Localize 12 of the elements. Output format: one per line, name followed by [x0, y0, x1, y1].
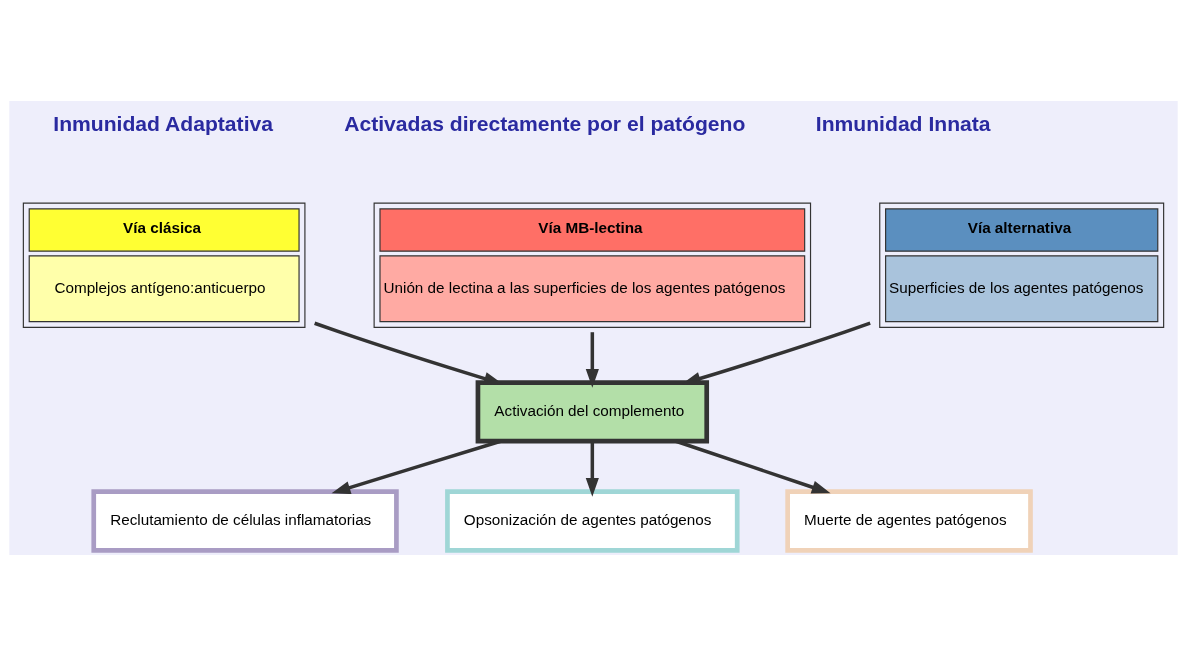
node-box: Muerte de agentes patógenos — [785, 488, 1033, 553]
arrow — [585, 331, 599, 388]
node-box: Reclutamiento de células inflamatorias — [91, 488, 399, 553]
node-box: Vía alternativa Superficies de los agentes patógenos — [879, 201, 1165, 328]
label: Inmunidad Innata — [815, 111, 991, 135]
node-box: Opsonización de agentes patógenos — [445, 488, 740, 553]
node-box: Activación del complemento — [475, 379, 710, 444]
arrow — [585, 441, 599, 497]
node-box: Vía clásica Complejos antígeno:anticuerpo — [22, 201, 306, 328]
node-box: Vía MB-lectina Unión de lectina a las superficies de los agentes patógenos — [373, 201, 812, 328]
label: Activadas directamente por el patógeno — [344, 111, 746, 135]
label: Inmunidad Adaptativa — [53, 111, 273, 135]
